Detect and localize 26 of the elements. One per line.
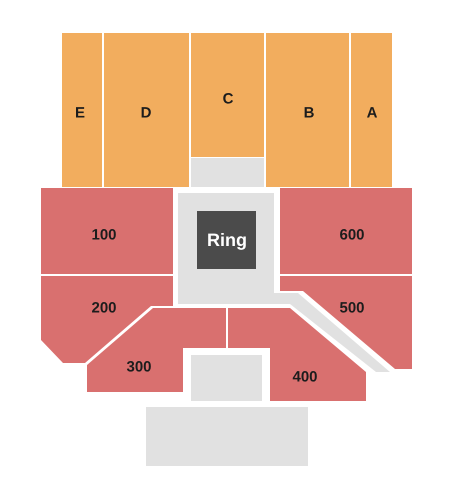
- seating-section: [351, 33, 392, 187]
- seating-section: [266, 33, 349, 187]
- section-label: E: [75, 106, 85, 120]
- section-label: 100: [91, 228, 117, 242]
- section-label: D: [140, 106, 152, 120]
- section-label: 600: [339, 228, 365, 242]
- section-label: 500: [339, 300, 365, 316]
- section-label: 400: [292, 370, 318, 384]
- floor-area: [191, 355, 262, 401]
- floor-area: [191, 158, 264, 187]
- seating-section: [280, 276, 412, 369]
- seating-section: [191, 33, 264, 157]
- floor-area: [178, 193, 274, 304]
- seating-section: [41, 188, 173, 274]
- seating-section: [62, 33, 102, 187]
- section-label: 200: [91, 300, 117, 316]
- section-label: C: [222, 92, 234, 106]
- seating-section: [280, 188, 412, 274]
- ring-label: Ring: [207, 231, 247, 249]
- section-label: B: [304, 106, 314, 120]
- seating-section: [104, 33, 189, 187]
- seating-section: [41, 276, 173, 363]
- section-label: A: [366, 106, 378, 120]
- floor-area: [146, 407, 308, 466]
- section-label: 300: [126, 360, 152, 374]
- ring-area: [197, 211, 256, 269]
